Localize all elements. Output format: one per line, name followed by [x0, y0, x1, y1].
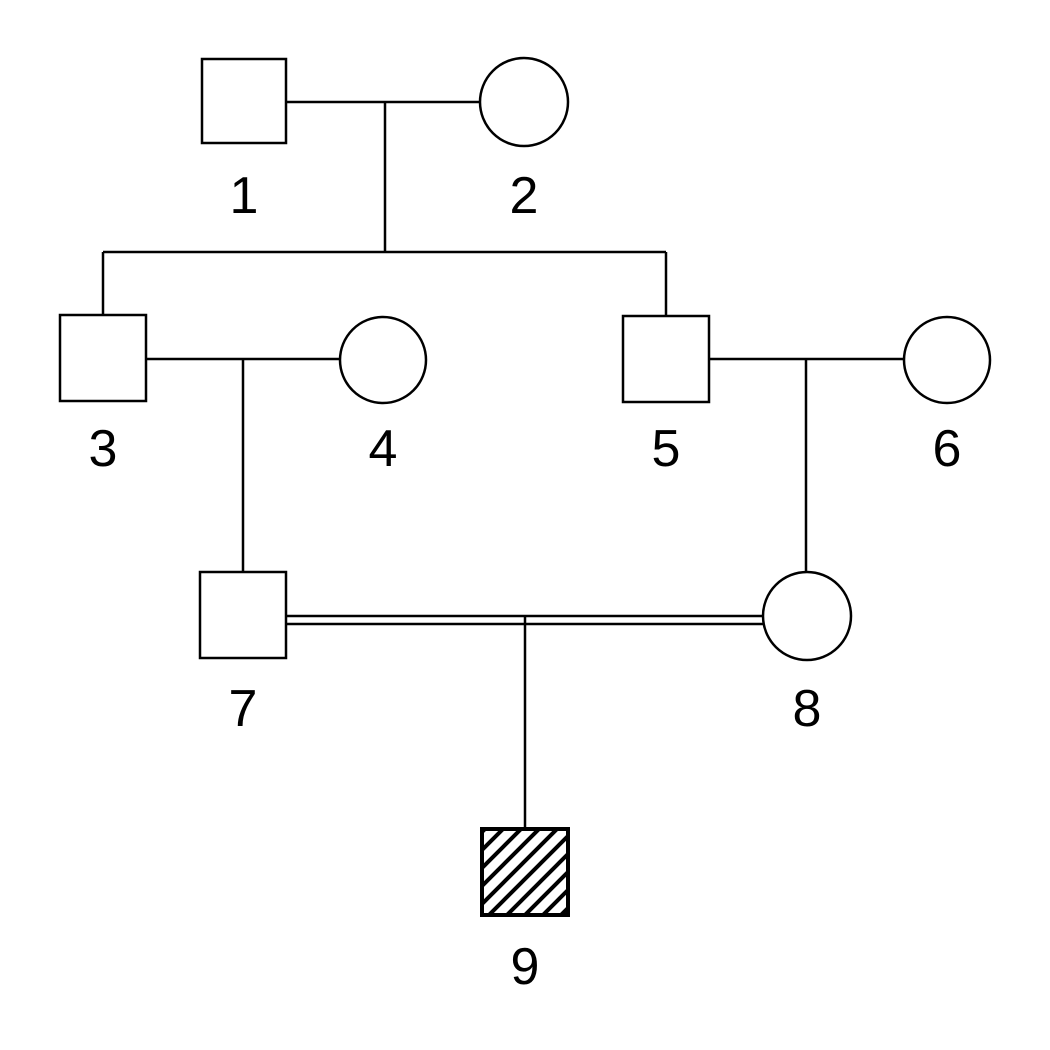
- individual-4-label: 4: [369, 420, 398, 478]
- individual-5-label: 5: [652, 420, 681, 478]
- individual-labels-layer: 1 2 3 4 5 6 7 8 9: [89, 167, 962, 996]
- individual-4-symbol-female: [338, 315, 428, 405]
- individual-1-symbol-male: [200, 57, 288, 145]
- individual-5-symbol-male: [621, 314, 711, 404]
- individual-8-label: 8: [793, 680, 822, 738]
- individual-3-symbol-male: [58, 313, 148, 403]
- individual-7-symbol-male: [198, 570, 288, 660]
- individual-2-label: 2: [510, 167, 539, 225]
- individual-9-label: 9: [511, 938, 540, 996]
- individual-8-symbol-female: [761, 570, 853, 662]
- individual-symbols-layer: [58, 56, 992, 917]
- individual-6-symbol-female: [902, 315, 992, 405]
- individual-6-label: 6: [933, 420, 962, 478]
- individual-9-symbol-male-affected: [480, 827, 570, 917]
- individual-7-label: 7: [229, 680, 258, 738]
- individual-1-label: 1: [230, 167, 259, 225]
- individual-3-label: 3: [89, 420, 118, 478]
- connector-lines-layer: [101, 100, 904, 829]
- individual-2-symbol-female: [478, 56, 570, 148]
